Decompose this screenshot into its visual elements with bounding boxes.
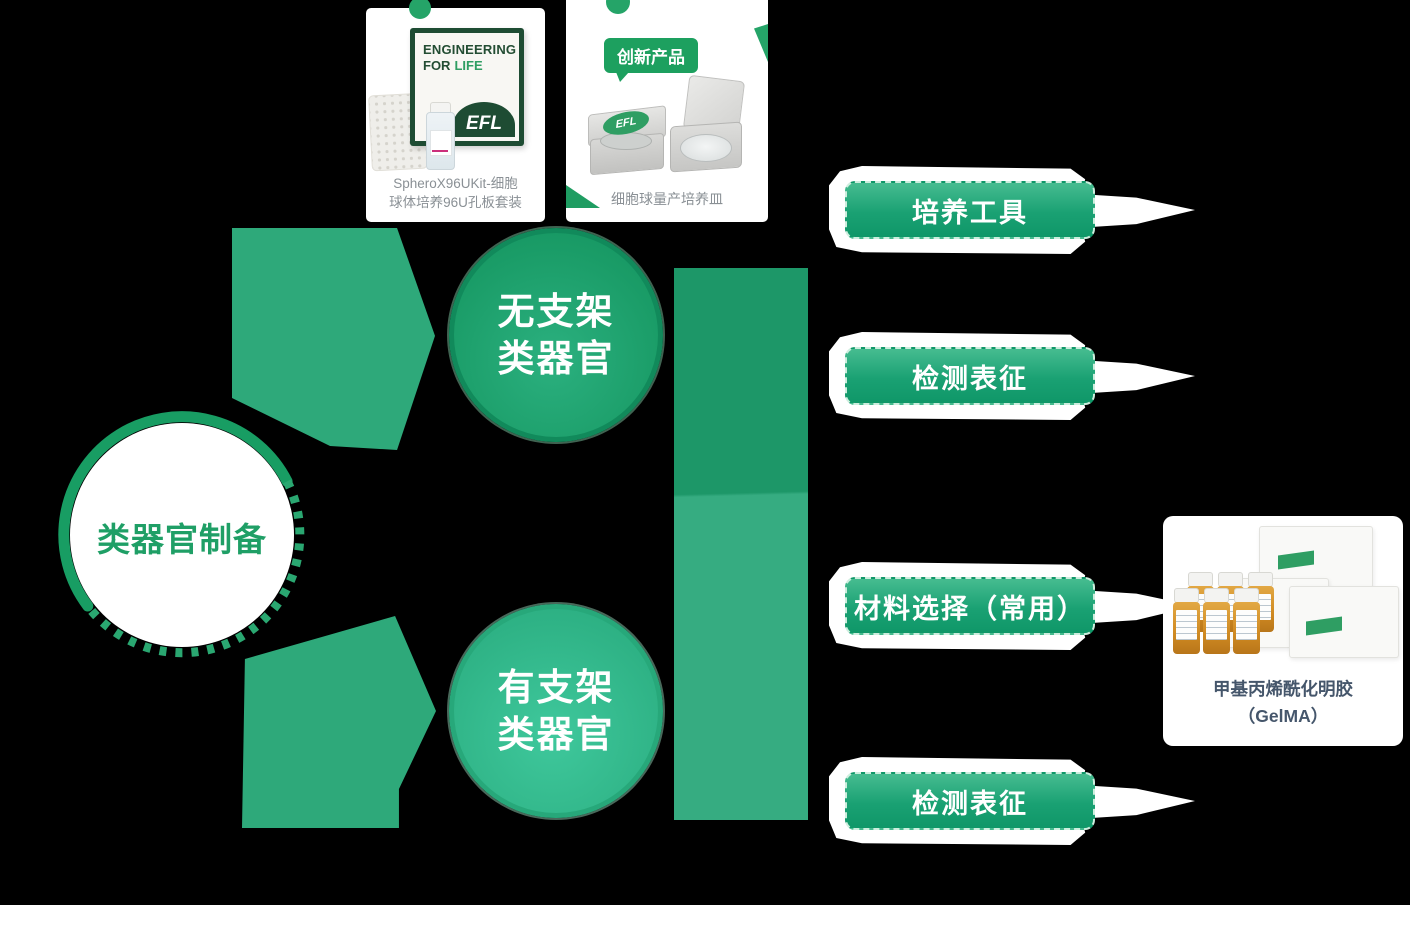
open-dish-photo bbox=[670, 74, 746, 174]
step-button-characterization-top[interactable]: 检测表征 bbox=[845, 347, 1095, 405]
card-deco-dot bbox=[409, 0, 431, 19]
product-card-culture-dish[interactable]: 创新产品 EFL 细胞球量产培养皿 bbox=[566, 0, 768, 222]
gelma-vial-photo bbox=[1233, 588, 1260, 654]
kit-box-text: ENGINEERING bbox=[423, 42, 517, 57]
branch-node-label-line: 无支架 bbox=[497, 290, 615, 332]
media-bottle-photo bbox=[426, 102, 455, 170]
gelma-box-photo bbox=[1289, 586, 1399, 658]
product-caption: 细胞球量产培养皿 bbox=[611, 191, 723, 207]
product-caption: SpheroX96UKit-细胞 球体培养96U孔板套装 bbox=[389, 176, 522, 211]
branch-band bbox=[674, 268, 808, 820]
step-button-culture-tools[interactable]: 培养工具 bbox=[845, 181, 1095, 239]
gelma-vial-photo bbox=[1203, 588, 1230, 654]
innovation-badge: 创新产品 bbox=[602, 36, 700, 82]
card-deco-wedge bbox=[754, 24, 768, 62]
branch-node-label-line: 类器官 bbox=[497, 338, 615, 379]
connector-wedge-top bbox=[232, 228, 435, 450]
gelma-box-photo bbox=[1259, 526, 1373, 588]
card-deco-dot bbox=[606, 0, 630, 14]
branch-node-label-line: 类器官 bbox=[497, 714, 615, 755]
root-node-ring bbox=[58, 411, 305, 658]
branch-node-scaffold-free: 无支架 类器官 bbox=[449, 228, 663, 442]
gelma-vial-photo bbox=[1173, 588, 1200, 654]
branch-node-label-line: 有支架 bbox=[497, 666, 615, 708]
root-node-label: 类器官制备 bbox=[97, 521, 267, 558]
step-button-characterization-bottom[interactable]: 检测表征 bbox=[845, 772, 1095, 830]
product-card-gelma[interactable]: 甲基丙烯酰化明胶 （GelMA） bbox=[1163, 516, 1403, 746]
step-button-material-selection[interactable]: 材料选择（常用） bbox=[845, 577, 1095, 635]
product-caption: 甲基丙烯酰化明胶 （GelMA） bbox=[1213, 679, 1353, 727]
efl-logo: EFL bbox=[453, 102, 515, 137]
closed-dish-photo: EFL bbox=[588, 105, 666, 176]
bottom-whitespace bbox=[0, 905, 1410, 935]
branch-node-scaffold-based: 有支架 类器官 bbox=[449, 604, 663, 818]
